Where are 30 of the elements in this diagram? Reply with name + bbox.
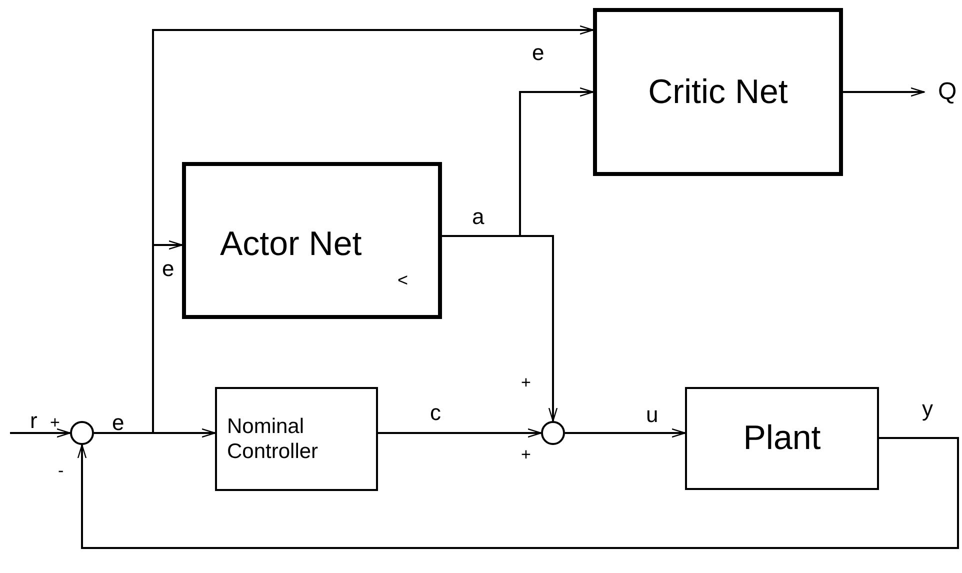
block-label: Actor Net xyxy=(220,224,362,265)
block xyxy=(182,162,442,319)
arrow xyxy=(10,428,71,438)
arrow xyxy=(378,428,542,438)
arrow xyxy=(77,437,959,549)
edge-label: a xyxy=(472,206,484,228)
sign-label: + xyxy=(50,414,60,431)
block xyxy=(215,387,378,491)
edge-label: e xyxy=(112,412,124,434)
edge-label: y xyxy=(922,398,933,420)
block-label: Critic Net xyxy=(648,72,788,112)
arrow xyxy=(565,428,686,438)
summing-junction xyxy=(541,421,565,445)
edge-label: e xyxy=(532,42,544,64)
block xyxy=(593,8,843,176)
arrow xyxy=(442,235,558,422)
sign-label: - xyxy=(58,462,64,479)
summing-junction xyxy=(70,421,94,445)
block-label: Plant xyxy=(743,418,821,459)
block-label: Nominal Controller xyxy=(227,414,320,464)
edge-label: u xyxy=(646,404,658,426)
arrow xyxy=(843,87,925,97)
block xyxy=(685,387,879,490)
block-mark: < xyxy=(397,271,408,289)
edge-label: e xyxy=(162,258,174,280)
sign-label: + xyxy=(521,446,531,463)
sign-label: + xyxy=(521,374,531,391)
edge-label: r xyxy=(30,410,38,432)
output-label: Q xyxy=(924,80,957,104)
edge-label: c xyxy=(430,402,441,424)
